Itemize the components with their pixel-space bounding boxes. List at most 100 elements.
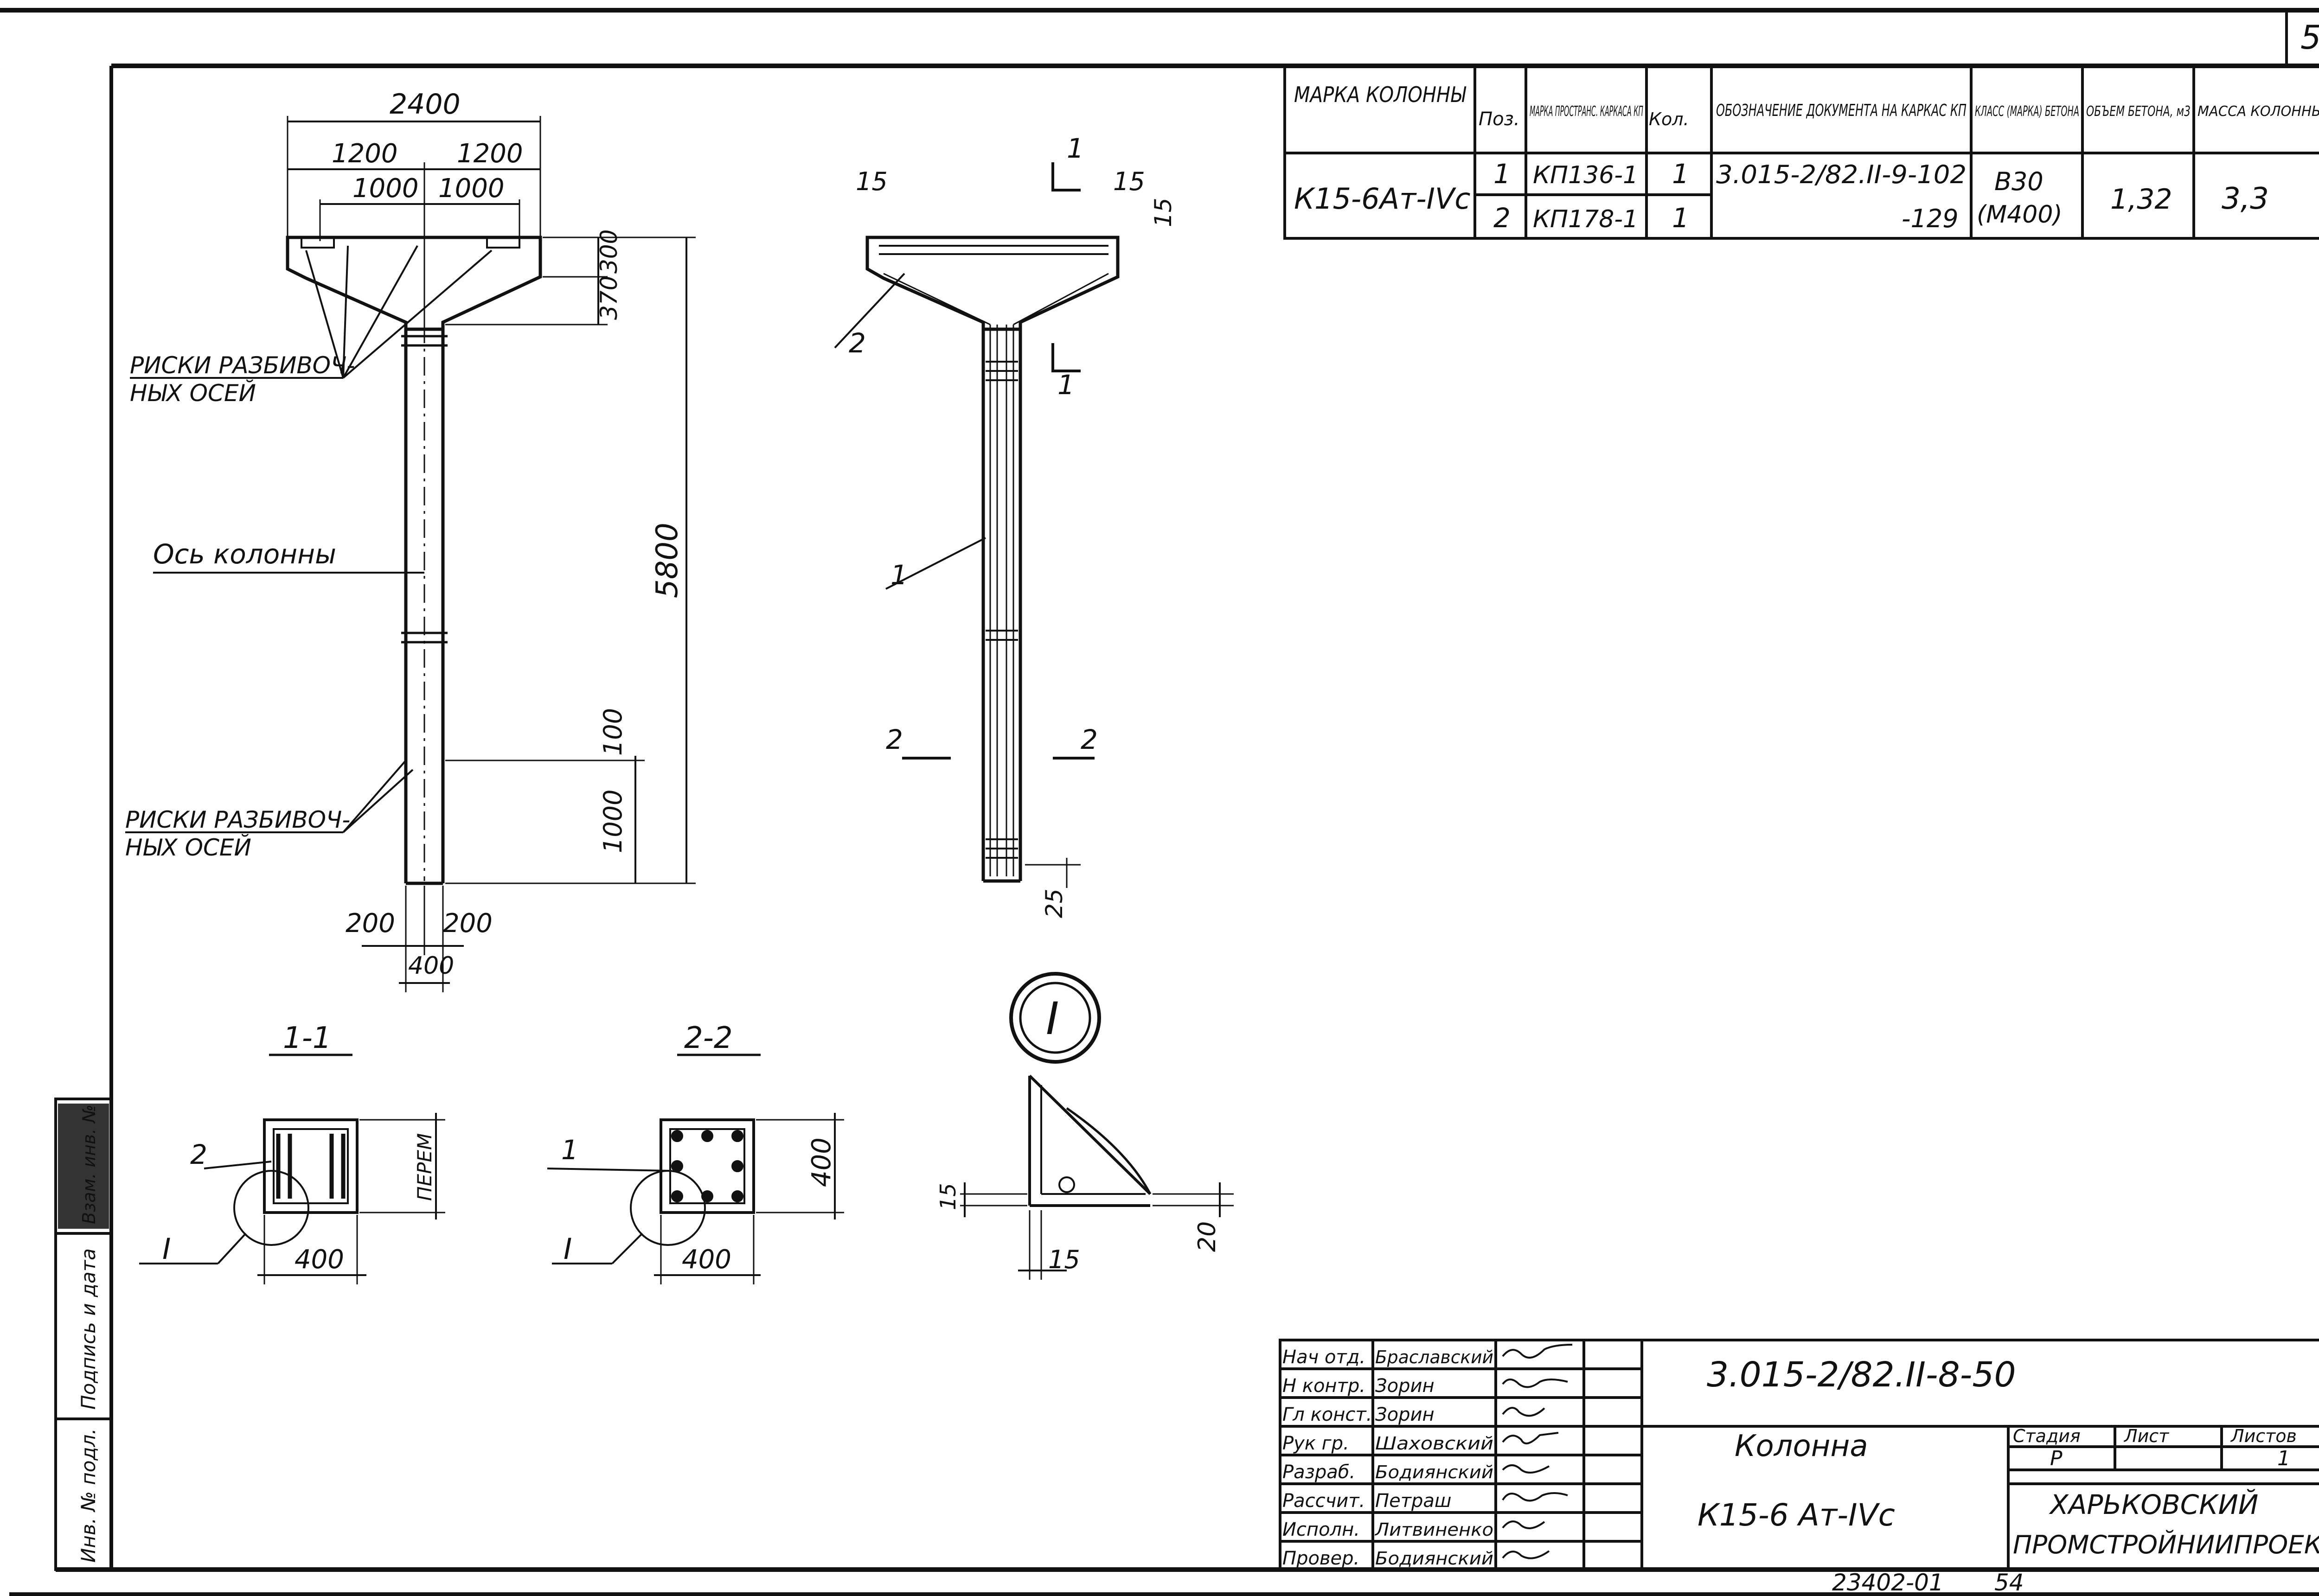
mass-value: 3,3	[2222, 182, 2269, 216]
hdr-mass: МАССА КОЛОННЫ, т	[2197, 103, 2319, 120]
dim-1000-right: 1000	[438, 173, 505, 204]
side-stamp-fill	[58, 1104, 109, 1229]
signatures	[1502, 1344, 1573, 1559]
row1-doc: 3.015-2/82.II-9-102	[1716, 160, 1967, 189]
node-title: I	[1046, 993, 1059, 1045]
section-2-2-height: 400	[807, 1137, 837, 1187]
cut-2-left: 2	[886, 724, 903, 755]
dim-15-right: 15	[1113, 167, 1145, 196]
node-dim-20: 20	[1193, 1221, 1221, 1252]
name-5: Петраш	[1375, 1490, 1452, 1512]
dim-200-left: 200	[346, 908, 395, 938]
name-2: Зорин	[1375, 1404, 1435, 1425]
dim-370: 370	[596, 276, 622, 320]
cut-2-right: 2	[1081, 724, 1098, 755]
role-3: Рук гр.	[1282, 1433, 1349, 1454]
sheets-value: 1	[2277, 1447, 2290, 1470]
column-elevation	[125, 116, 696, 992]
hdr-pos: Поз.	[1479, 109, 1520, 130]
doc-code: 3.015-2/82.II-8-50	[1707, 1355, 2016, 1395]
hdr-qty: Кол.	[1649, 109, 1689, 129]
role-1: Н контр.	[1282, 1375, 1365, 1397]
role-6: Исполн.	[1282, 1519, 1360, 1540]
node-detail	[960, 972, 1234, 1280]
callout-pos2: 2	[849, 327, 866, 359]
label-marks-bottom-1: РИСКИ РАЗБИВОЧ-	[125, 806, 350, 833]
label-marks-top-1: РИСКИ РАЗБИВОЧ-	[130, 352, 355, 379]
elevation-dims: 2400 1200 1200 1000 1000 300 370 5800 10…	[125, 88, 685, 980]
section-2-2-pos: 1	[561, 1134, 578, 1166]
row2-qty: 1	[1672, 202, 1689, 234]
dim-1200-right: 1200	[457, 139, 523, 169]
role-5: Рассчит.	[1282, 1490, 1365, 1512]
name-4: Бодиянский	[1375, 1462, 1493, 1482]
side-stamp-inv: Инв. № подл.	[77, 1428, 100, 1563]
section-1-1-pos: 2	[190, 1139, 207, 1170]
row1-cage: КП136-1	[1533, 161, 1638, 189]
callout-pos1: 1	[890, 559, 908, 591]
product-name: Колонна	[1735, 1429, 1868, 1463]
row1-qty: 1	[1672, 158, 1689, 190]
dim-5800: 5800	[650, 523, 685, 598]
dim-15-left: 15	[856, 167, 888, 196]
name-6: Литвиненко	[1374, 1519, 1493, 1540]
label-axis: Ось колонны	[153, 538, 336, 570]
role-4: Разраб.	[1282, 1462, 1355, 1483]
hdr-doc: ОБОЗНАЧЕНИЕ ДОКУМЕНТА НА КАРКАС КП	[1716, 101, 1967, 120]
node-dim-15-left: 15	[935, 1183, 961, 1210]
name-1: Зорин	[1375, 1375, 1435, 1397]
dim-100: 100	[598, 708, 628, 756]
dim-300: 300	[596, 230, 622, 274]
dim-15-side: 15	[1150, 198, 1177, 227]
section-2-2-title: 2-2	[684, 1021, 733, 1055]
row2-doc: -129	[1902, 204, 1959, 233]
volume-value: 1,32	[2110, 183, 2172, 216]
section-1-1-node: I	[162, 1232, 171, 1266]
org-2: ПРОМСТРОЙНИИПРОЕКТ	[2013, 1530, 2319, 1559]
dim-25-bottom: 25	[1041, 888, 1068, 918]
label-marks-bottom-2: НЫХ ОСЕЙ	[125, 834, 251, 861]
section-1-1-width: 400	[295, 1245, 344, 1275]
concrete-class: В30	[1994, 167, 2044, 196]
hdr-mark: МАРКА КОЛОННЫ	[1294, 82, 1467, 107]
section-1-1-title: 1-1	[283, 1021, 332, 1055]
cut-1-top: 1	[1067, 133, 1084, 164]
bottom-number: 54	[1994, 1569, 2024, 1596]
hdr-cage: МАРКА ПРОСТРАНС. КАРКАСА КП	[1530, 103, 1643, 120]
product-mark: К15-6 Ат-IVс	[1698, 1497, 1895, 1533]
section-1-1-side: ПЕРЕМ	[413, 1133, 436, 1201]
dim-1000-low: 1000	[598, 790, 628, 853]
reinforcement-labels: 15 15 15 25 2 1 1 1 2 2	[849, 133, 1177, 918]
side-stamp-replace: Взам. инв. №	[79, 1104, 99, 1224]
stage-value: Р	[2050, 1447, 2063, 1470]
page-number: 55	[2300, 19, 2319, 57]
col-mark: К15-6Ат-IVс	[1294, 182, 1470, 216]
name-7: Бодиянский	[1375, 1548, 1493, 1569]
row2-pos: 2	[1493, 202, 1511, 234]
dim-1000-left: 1000	[352, 173, 419, 204]
side-stamp	[54, 1098, 113, 1571]
node-dim-15-bottom: 15	[1048, 1245, 1080, 1274]
role-7: Провер.	[1282, 1548, 1359, 1569]
side-stamp-sign: Подпись и дата	[77, 1248, 100, 1410]
dim-2400: 2400	[390, 88, 461, 121]
name-0: Браславский	[1375, 1347, 1493, 1367]
section-2-2	[547, 1053, 844, 1284]
dim-200-right: 200	[443, 908, 493, 938]
row1-pos: 1	[1493, 158, 1511, 190]
reinforcement-view	[834, 162, 1120, 888]
section-2-2-width: 400	[682, 1245, 731, 1275]
sheet-label: Лист	[2123, 1426, 2170, 1446]
label-marks-top-2: НЫХ ОСЕЙ	[130, 379, 256, 407]
stage-label: Стадия	[2013, 1426, 2081, 1446]
row2-cage: КП178-1	[1533, 205, 1638, 233]
sheets-label: Листов	[2230, 1426, 2297, 1446]
role-2: Гл конст.	[1282, 1404, 1372, 1425]
role-0: Нач отд.	[1282, 1347, 1365, 1368]
dim-400-bottom: 400	[408, 952, 454, 980]
hdr-volume: ОБЪЕМ БЕТОНА, м3	[2086, 103, 2191, 120]
cut-1-bottom: 1	[1057, 369, 1075, 401]
dim-1200-left: 1200	[332, 139, 398, 169]
name-3: Шаховский	[1375, 1433, 1493, 1454]
